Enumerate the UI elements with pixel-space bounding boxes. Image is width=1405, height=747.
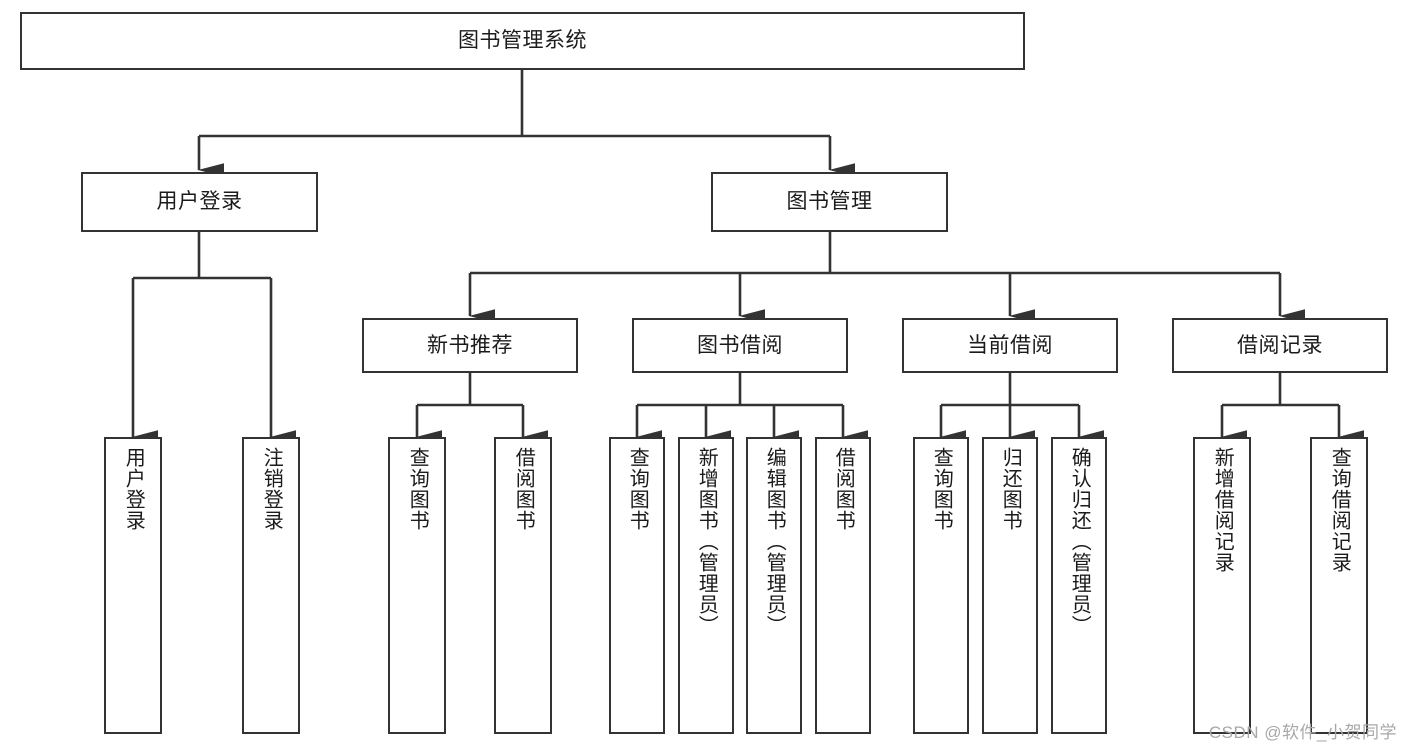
node-book-management[interactable]: 图书管理 (711, 172, 948, 232)
node-label: 查询图书 (626, 447, 649, 531)
leaf-new-book-borrow[interactable]: 借阅图书 (494, 437, 552, 734)
node-label: 查询图书 (406, 447, 429, 531)
node-label: 当前借阅 (967, 333, 1053, 357)
node-label: 用户登录 (156, 190, 243, 214)
node-label: 新增借阅记录 (1211, 447, 1234, 573)
leaf-current-borrow-query[interactable]: 查询图书 (913, 437, 969, 734)
leaf-book-borrow-add[interactable]: 新增图书（管理员） (678, 437, 734, 734)
node-label: 用户登录 (122, 447, 145, 531)
node-label: 注销登录 (260, 447, 283, 531)
node-label: 归还图书 (999, 447, 1022, 531)
leaf-new-book-query[interactable]: 查询图书 (388, 437, 446, 734)
node-label: 借阅图书 (832, 447, 855, 531)
node-label: 查询借阅记录 (1328, 447, 1351, 573)
leaf-borrow-record-add[interactable]: 新增借阅记录 (1193, 437, 1251, 734)
leaf-current-borrow-return[interactable]: 归还图书 (982, 437, 1038, 734)
node-label: 新书推荐 (427, 333, 513, 357)
node-current-borrow[interactable]: 当前借阅 (902, 318, 1118, 373)
node-book-borrow[interactable]: 图书借阅 (632, 318, 848, 373)
csdn-watermark: CSDN @软件_小贺同学 (1208, 723, 1397, 742)
node-label: 图书管理 (786, 190, 873, 214)
node-label: 确认归还（管理员） (1068, 447, 1091, 636)
node-borrow-record[interactable]: 借阅记录 (1172, 318, 1388, 373)
node-label: 图书借阅 (697, 333, 783, 357)
node-label: 编辑图书（管理员） (763, 447, 786, 636)
node-label: 借阅图书 (512, 447, 535, 531)
node-label: 新增图书（管理员） (695, 447, 718, 636)
node-label: 图书管理系统 (458, 29, 587, 53)
node-user-login[interactable]: 用户登录 (81, 172, 318, 232)
leaf-user-login-logout[interactable]: 注销登录 (242, 437, 300, 734)
node-root-library-system[interactable]: 图书管理系统 (20, 12, 1025, 70)
leaf-user-login-login[interactable]: 用户登录 (104, 437, 162, 734)
leaf-current-borrow-confirm[interactable]: 确认归还（管理员） (1051, 437, 1107, 734)
leaf-book-borrow-query[interactable]: 查询图书 (609, 437, 665, 734)
leaf-borrow-record-query[interactable]: 查询借阅记录 (1310, 437, 1368, 734)
leaf-book-borrow-edit[interactable]: 编辑图书（管理员） (746, 437, 802, 734)
node-label: 查询图书 (930, 447, 953, 531)
node-new-book-recommend[interactable]: 新书推荐 (362, 318, 578, 373)
node-label: 借阅记录 (1237, 333, 1323, 357)
leaf-book-borrow-borrow[interactable]: 借阅图书 (815, 437, 871, 734)
